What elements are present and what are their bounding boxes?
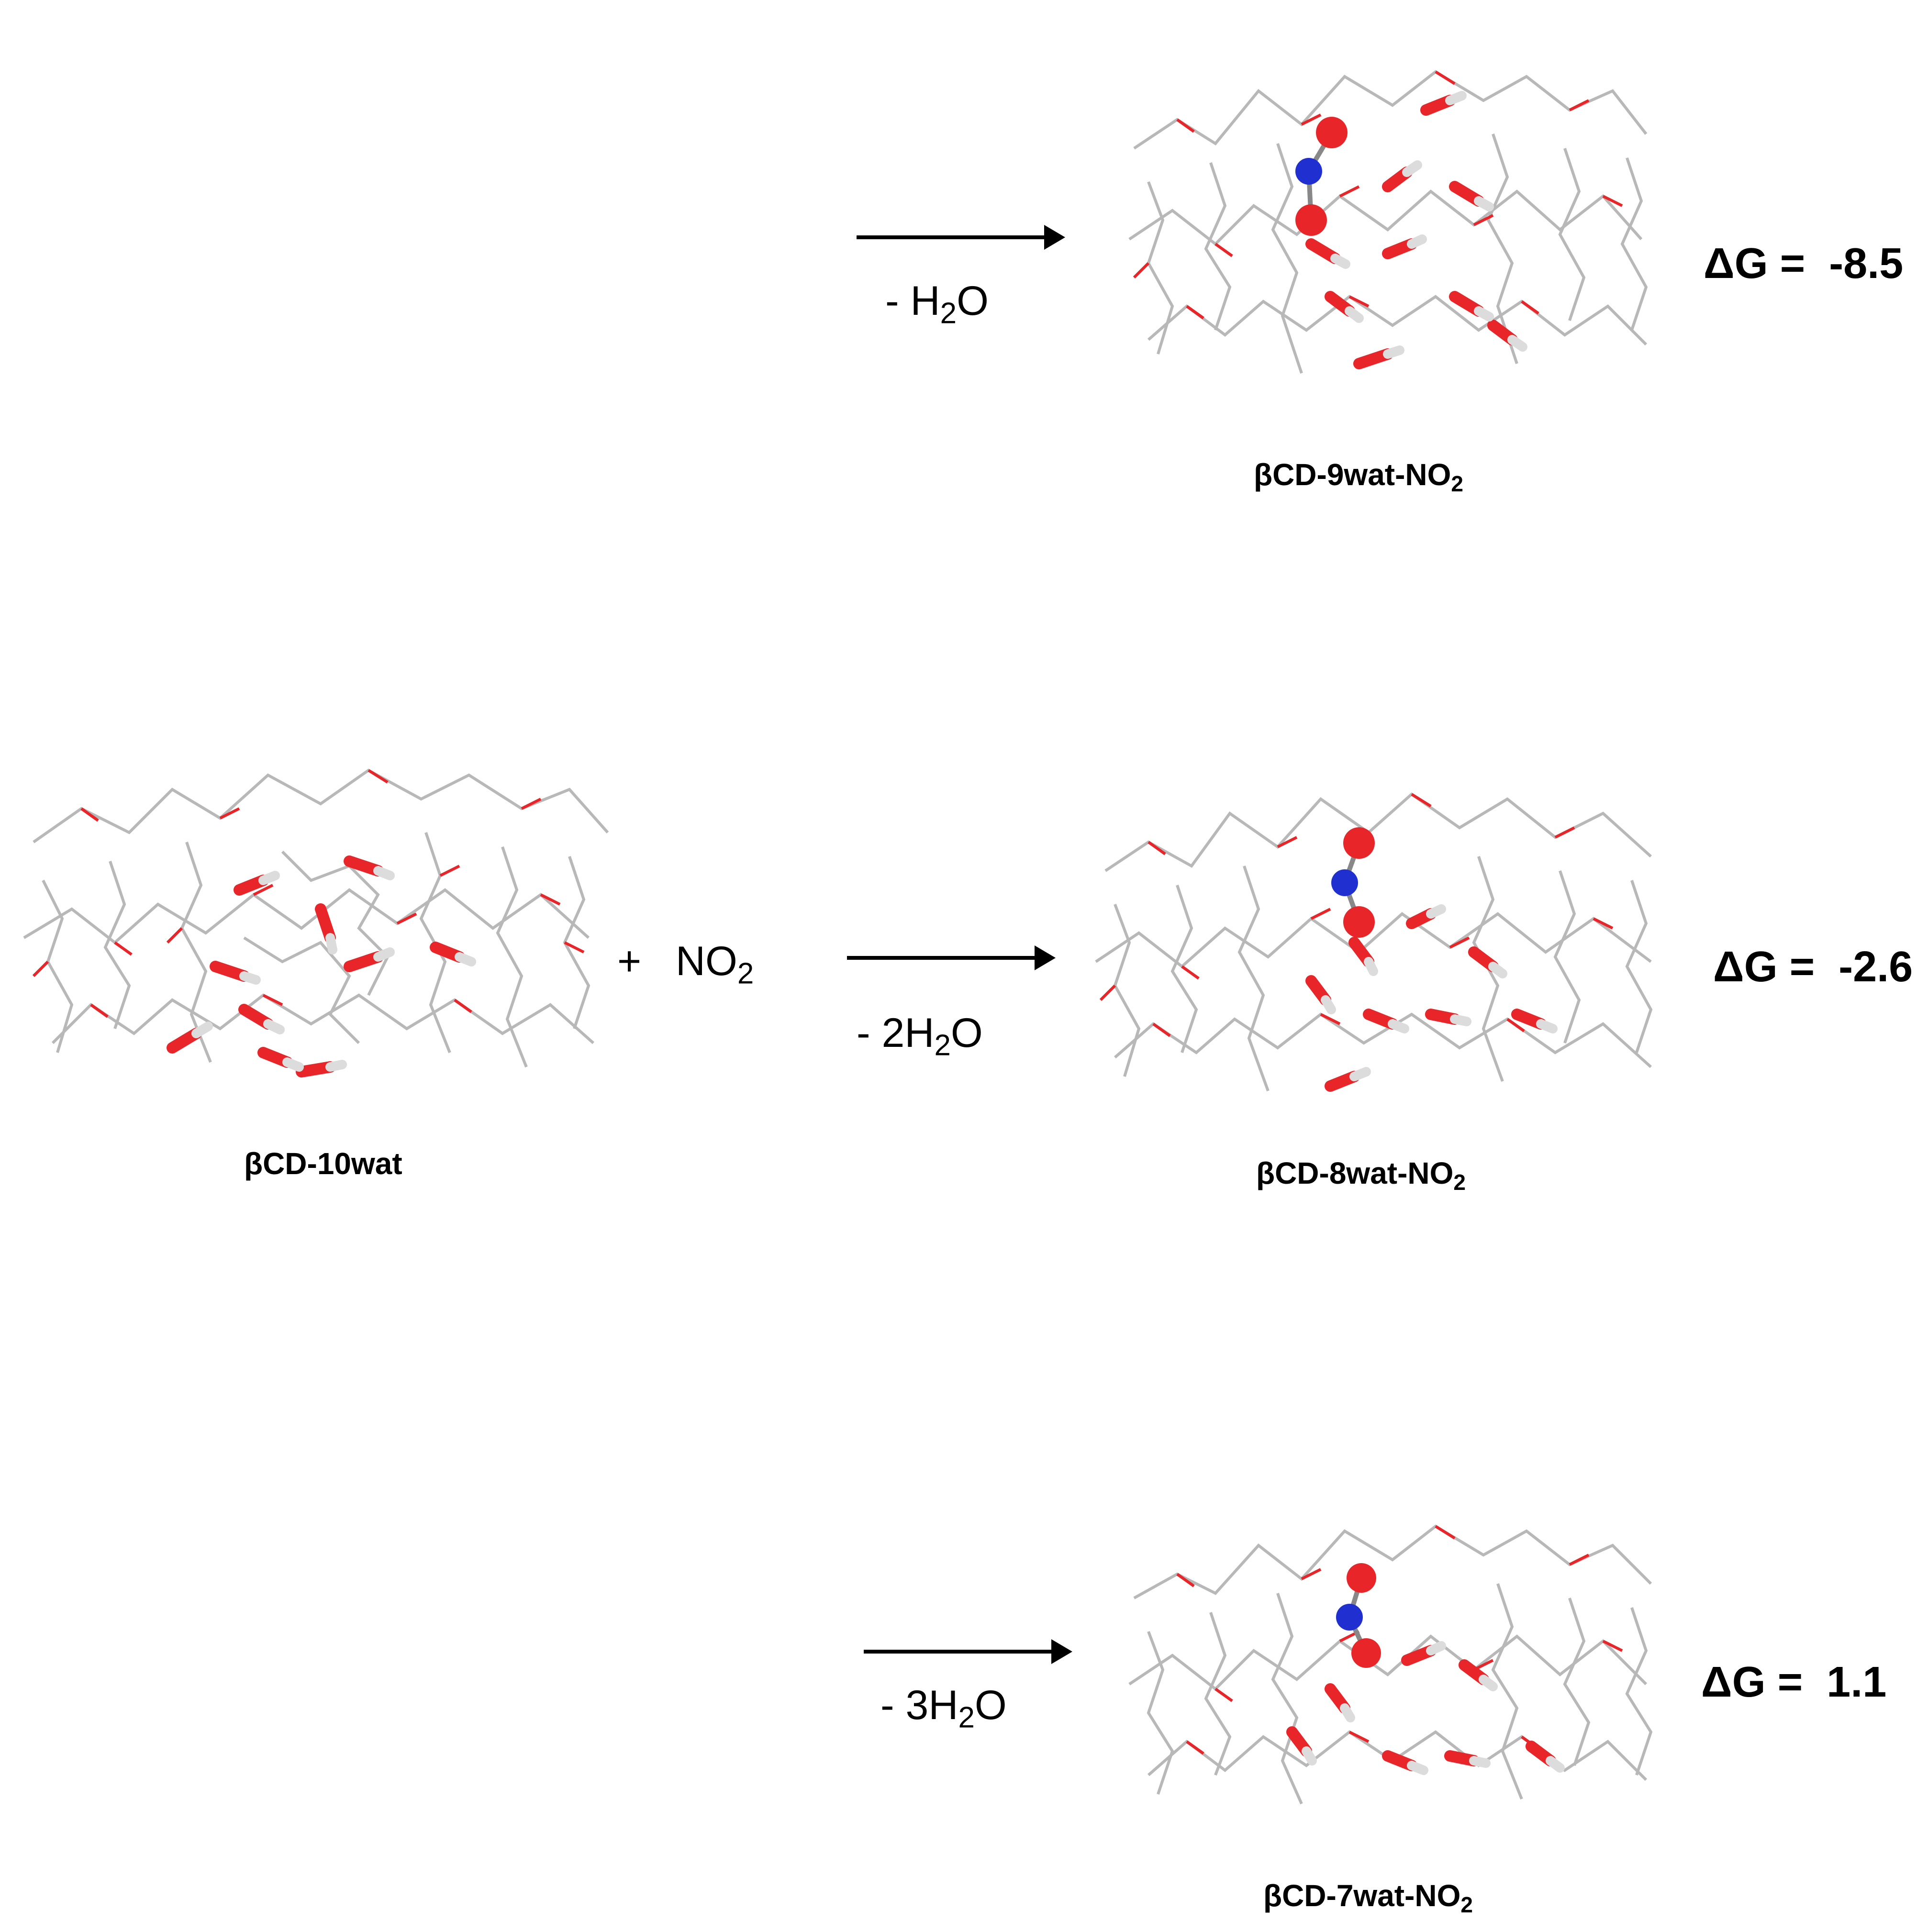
water-loss-suffix: O xyxy=(950,1010,983,1056)
product-molecule-bottom xyxy=(1128,1524,1653,1805)
plus-no2-label: + NO2 xyxy=(617,938,754,990)
no2-guest xyxy=(1295,117,1348,236)
water-loss-prefix: - H xyxy=(885,278,940,324)
water-loss-subscript: 2 xyxy=(958,1701,975,1734)
water-loss-label-middle: - 2H2O xyxy=(857,1010,983,1062)
water-loss-suffix: O xyxy=(974,1682,1007,1728)
cyclodextrin-oxygens xyxy=(32,769,585,1018)
no2-guest xyxy=(1336,1563,1381,1668)
delta-g-value: -8.5 xyxy=(1829,240,1904,288)
water-loss-suffix: O xyxy=(957,278,989,324)
delta-g-label: ΔG = xyxy=(1701,1658,1815,1706)
product-label-top: βCD-9wat-NO2 xyxy=(1254,457,1463,497)
reactant-label: βCD-10wat xyxy=(244,1146,402,1181)
reactant-name: βCD-10wat xyxy=(244,1146,402,1181)
product-label-bottom: βCD-7wat-NO2 xyxy=(1263,1878,1473,1918)
delta-g-label: ΔG = xyxy=(1704,240,1817,288)
reactant-molecule xyxy=(23,768,609,1077)
reaction-arrow-middle xyxy=(847,945,1056,970)
water-loss-prefix: - 2H xyxy=(857,1010,935,1056)
product-molecule-top xyxy=(1128,70,1648,374)
water-loss-subscript: 2 xyxy=(934,1029,951,1062)
no2-guest xyxy=(1331,827,1375,938)
plus-sign: + xyxy=(617,938,642,984)
product-name: βCD-9wat-NO xyxy=(1254,457,1451,492)
guest-subscript: 2 xyxy=(737,957,754,990)
delta-g-middle: ΔG = -2.6 xyxy=(1713,943,1913,992)
product-subscript: 2 xyxy=(1453,1169,1466,1195)
product-molecule-middle xyxy=(1095,792,1653,1092)
guest-formula: NO xyxy=(675,938,737,984)
water-molecules xyxy=(167,855,476,1077)
product-name: βCD-7wat-NO xyxy=(1263,1878,1461,1913)
delta-g-label: ΔG = xyxy=(1713,943,1827,991)
product-label-middle: βCD-8wat-NO2 xyxy=(1256,1155,1466,1195)
delta-g-bottom: ΔG = 1.1 xyxy=(1701,1658,1886,1707)
delta-g-value: 1.1 xyxy=(1827,1658,1887,1706)
water-loss-label-bottom: - 3H2O xyxy=(880,1682,1007,1734)
product-subscript: 2 xyxy=(1451,471,1464,496)
reaction-arrow-bottom xyxy=(864,1639,1072,1664)
delta-g-top: ΔG = -8.5 xyxy=(1704,239,1903,289)
water-loss-prefix: - 3H xyxy=(880,1682,958,1728)
water-loss-subscript: 2 xyxy=(940,297,957,330)
reaction-arrow-top xyxy=(857,225,1065,250)
product-name: βCD-8wat-NO xyxy=(1256,1156,1454,1190)
cyclodextrin-framework xyxy=(23,768,609,1068)
product-subscript: 2 xyxy=(1460,1892,1473,1917)
water-loss-label-top: - H2O xyxy=(885,278,989,330)
delta-g-value: -2.6 xyxy=(1838,943,1913,991)
